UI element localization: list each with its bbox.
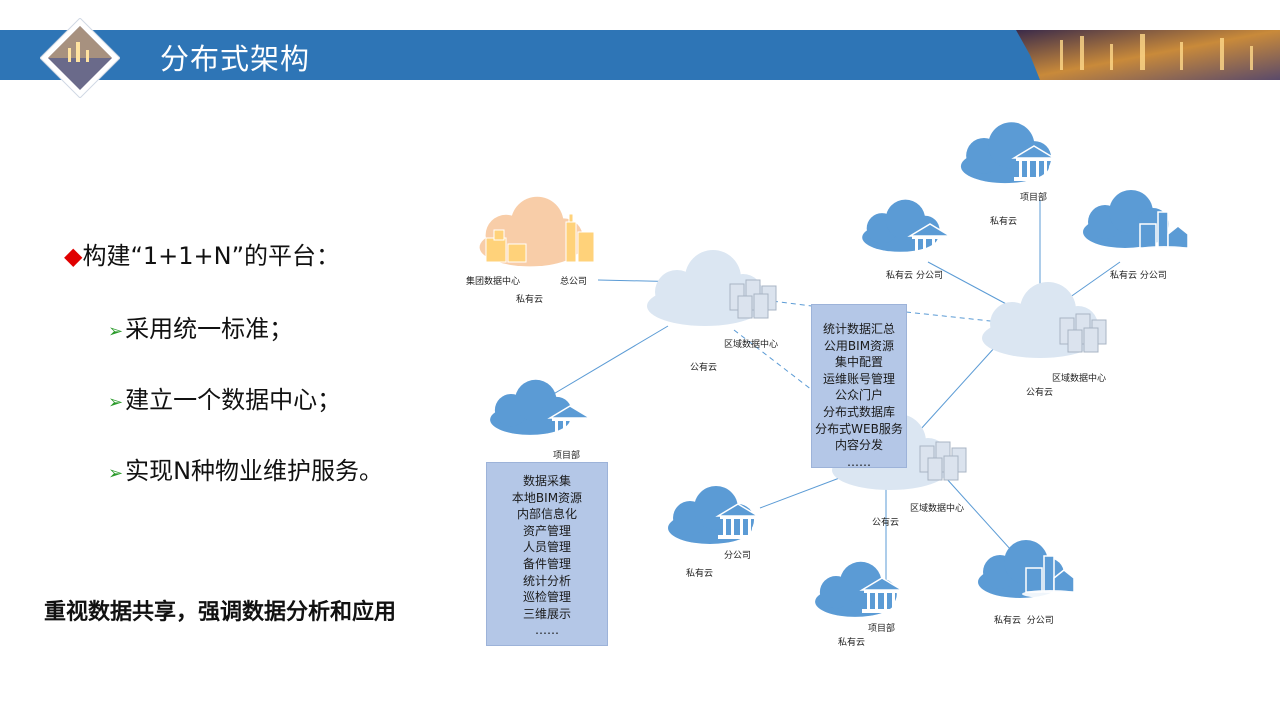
label-private-cloud-branch: 私有云 分公司: [994, 614, 1054, 626]
label-project-dept: 项目部: [1020, 191, 1047, 203]
box-line: 分布式数据库: [822, 404, 895, 419]
box-line: 统计分析: [522, 573, 571, 588]
label-branch: 分公司: [916, 270, 943, 281]
box-line: ……: [847, 454, 871, 469]
box-line: 分布式WEB服务: [815, 421, 903, 436]
box-line: 统计数据汇总: [822, 322, 895, 336]
label-private-cloud: 私有云: [990, 215, 1017, 227]
main-bullet-text: 构建“1+1+N”的平台：: [82, 242, 341, 270]
tower-icon: [565, 213, 595, 263]
box-line: 数据采集: [522, 474, 571, 488]
box-line: 备件管理: [522, 556, 571, 571]
green-arrow-icon: ➢: [108, 392, 124, 413]
main-bullet: ◆构建“1+1+N”的平台：: [64, 236, 340, 271]
label-project-dept: 项目部: [553, 449, 580, 461]
box-line: 三维展示: [522, 606, 571, 621]
connection-lines: [539, 200, 1121, 580]
page-title: 分布式架构: [160, 42, 311, 76]
emphasis-text: 重视数据共享，强调数据分析和应用: [44, 600, 397, 625]
box-line: 集中配置: [834, 355, 883, 370]
box-line: 本地BIM资源: [511, 490, 583, 505]
green-arrow-icon: ➢: [108, 321, 124, 342]
label-private-cloud-branch: 私有云 分公司: [1110, 269, 1167, 281]
box-line: ……: [535, 623, 559, 638]
sub-bullet: ➢实现N种物业维护服务。: [108, 451, 383, 486]
green-arrow-icon: ➢: [108, 463, 124, 484]
label-region-center: 区域数据中心: [1052, 372, 1106, 384]
central-services-box: 统计数据汇总 公用BIM资源 集中配置 运维账号管理 公众门户 分布式数据库 分…: [811, 304, 907, 469]
logo-diamond: [40, 18, 120, 98]
private-cloud-project-left: [490, 379, 572, 435]
label-region-center: 区域数据中心: [910, 502, 964, 514]
box-line: 运维账号管理: [822, 371, 895, 386]
label-public-cloud: 公有云: [690, 361, 717, 373]
box-line: 公众门户: [834, 388, 883, 403]
label-private-cloud: 私有云: [838, 636, 865, 648]
label-public-cloud: 公有云: [872, 516, 899, 528]
box-line: 内容分发: [834, 438, 883, 453]
label-group-center: 集团数据中心: [466, 275, 520, 287]
label-private-cloud: 私有云: [686, 567, 713, 579]
label-public-cloud: 公有云: [1026, 386, 1053, 398]
building-icon: [485, 229, 527, 263]
sub-bullet-text: 建立一个数据中心；: [125, 386, 342, 414]
sub-bullet: ➢采用统一标准；: [108, 309, 293, 344]
label-branch: 分公司: [724, 550, 751, 561]
sub-bullet-text: 采用统一标准；: [125, 315, 294, 343]
label-project-dept: 项目部: [868, 622, 895, 634]
label-region-center: 区域数据中心: [724, 338, 778, 350]
box-line: 巡检管理: [522, 590, 571, 605]
box-line: 公用BIM资源: [823, 338, 895, 353]
label-private-cloud: 私有云: [886, 269, 913, 281]
box-line: 资产管理: [522, 523, 571, 538]
sub-bullet: ➢建立一个数据中心；: [108, 380, 341, 415]
header-bar: [0, 30, 1280, 80]
sub-bullet-text: 实现N种物业维护服务。: [125, 457, 384, 485]
label-head-office: 总公司: [560, 275, 587, 287]
box-line: 内部信息化: [516, 507, 577, 522]
box-line: 人员管理: [522, 540, 571, 555]
label-private-cloud: 私有云: [516, 293, 543, 305]
red-diamond-icon: ◆: [64, 242, 83, 270]
local-services-box: 数据采集 本地BIM资源 内部信息化 资产管理 人员管理 备件管理 统计分析 巡…: [486, 462, 608, 646]
